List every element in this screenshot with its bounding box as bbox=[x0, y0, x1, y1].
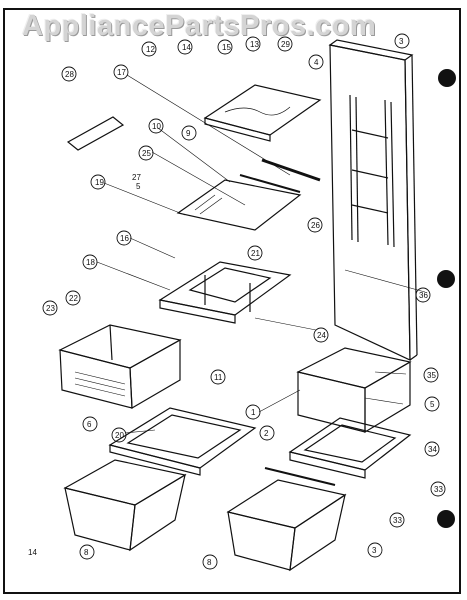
callout: 4 bbox=[314, 58, 319, 67]
page-number: 14 bbox=[28, 548, 37, 557]
callout: 14 bbox=[182, 43, 191, 52]
callout: 6 bbox=[87, 420, 92, 429]
registration-dot bbox=[437, 510, 455, 528]
callout: 22 bbox=[69, 294, 78, 303]
lower-right-bin bbox=[226, 479, 347, 572]
callout: 19 bbox=[95, 178, 104, 187]
callout: 9 bbox=[186, 129, 191, 138]
callout: 16 bbox=[120, 234, 129, 243]
callout: 15 bbox=[222, 43, 231, 52]
callout: 36 bbox=[419, 291, 428, 300]
right-upper-drawer bbox=[296, 347, 412, 434]
callout: 26 bbox=[311, 221, 320, 230]
left-drawer bbox=[58, 324, 182, 410]
callout-labels: 12 14 15 13 29 3 4 28 17 10 9 25 27 5 19… bbox=[46, 37, 443, 567]
callout: 18 bbox=[86, 258, 95, 267]
callout: 8 bbox=[84, 548, 89, 557]
leader-lines bbox=[96, 74, 426, 434]
callout: 34 bbox=[428, 445, 437, 454]
registration-dot bbox=[438, 69, 456, 87]
callout-circles bbox=[42, 33, 446, 570]
callout: 5 bbox=[430, 400, 435, 409]
callout: 1 bbox=[251, 408, 256, 417]
lower-left-bin bbox=[63, 459, 187, 552]
callout: 33 bbox=[434, 485, 443, 494]
callout: 2 bbox=[264, 429, 269, 438]
callout: 28 bbox=[65, 70, 74, 79]
part-28-trim bbox=[66, 116, 125, 151]
callout: 21 bbox=[251, 249, 260, 258]
callout: 3 bbox=[372, 546, 377, 555]
callout: 27 bbox=[132, 173, 141, 182]
callout: 25 bbox=[142, 149, 151, 158]
callout: 29 bbox=[281, 40, 290, 49]
watermark: AppliancePartsPros.com bbox=[22, 10, 377, 42]
callout: 20 bbox=[115, 431, 124, 440]
callout: 11 bbox=[214, 373, 223, 382]
top-glass-shelf bbox=[203, 84, 322, 142]
page-border bbox=[3, 8, 461, 594]
right-glass-tray bbox=[288, 417, 412, 479]
callout: 12 bbox=[146, 45, 155, 54]
callout: 10 bbox=[152, 122, 161, 131]
callout: 13 bbox=[250, 40, 259, 49]
lower-left-tray bbox=[108, 407, 257, 476]
callout: 8 bbox=[207, 558, 212, 567]
callout: 23 bbox=[46, 304, 55, 313]
callout: 35 bbox=[427, 371, 436, 380]
registration-dot bbox=[437, 270, 455, 288]
callout: 17 bbox=[117, 68, 126, 77]
crisper-cover-frame bbox=[158, 261, 292, 324]
callout: 33 bbox=[393, 516, 402, 525]
callout: 5 bbox=[136, 182, 141, 191]
glass-shelf bbox=[176, 179, 302, 231]
cabinet-side-panel bbox=[328, 39, 418, 361]
callout: 3 bbox=[399, 37, 404, 46]
callout: 24 bbox=[317, 331, 326, 340]
